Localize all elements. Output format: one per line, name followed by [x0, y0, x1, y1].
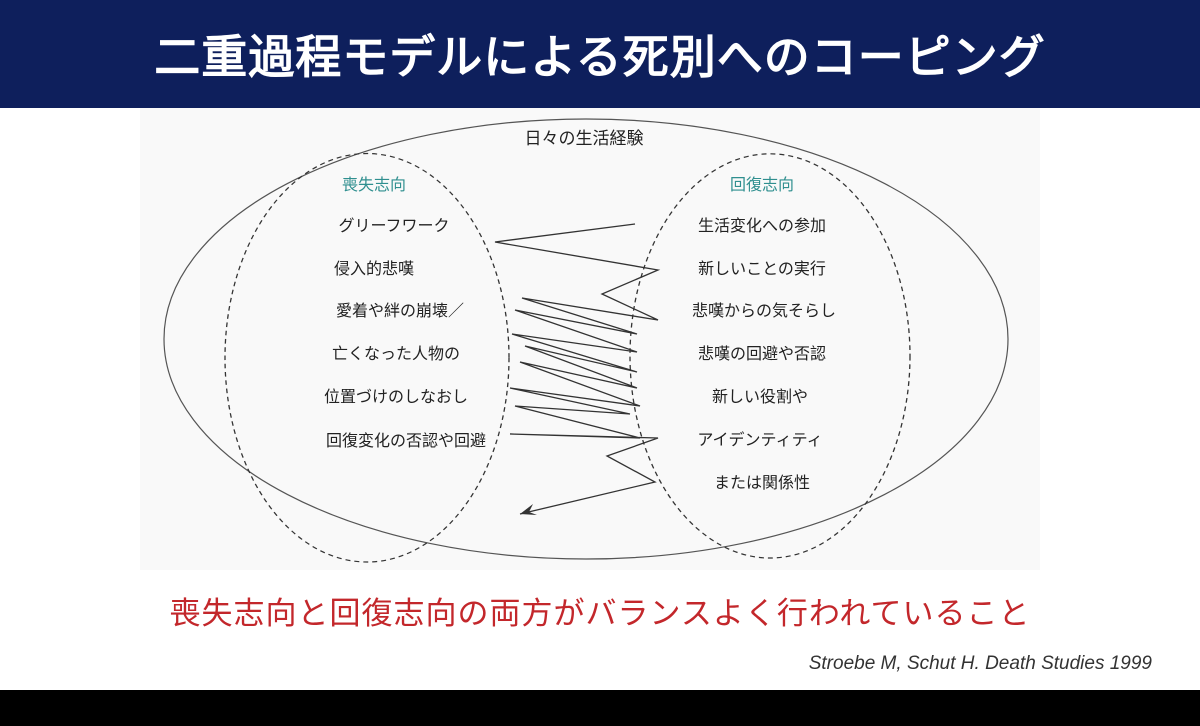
bottom-letterbox [0, 690, 1200, 726]
loss-item: 侵入的悲嘆 [334, 259, 414, 278]
restoration-item: 新しい役割や [712, 387, 808, 406]
oscillation-arrowhead [520, 504, 537, 515]
restoration-item: 生活変化への参加 [698, 216, 826, 235]
loss-heading: 喪失志向 [342, 175, 406, 194]
restoration-item: アイデンティティ [697, 430, 822, 449]
citation-text: Stroebe M, Schut H. Death Studies 1999 [808, 653, 1152, 674]
restoration-orientation-ellipse [629, 153, 911, 559]
conclusion-text: 喪失志向と回復志向の両方がバランスよく行われていること [169, 596, 1031, 632]
restoration-item: 悲嘆の回避や否認 [698, 344, 826, 363]
loss-item: 亡くなった人物の [332, 344, 460, 363]
restoration-item: または関係性 [714, 473, 810, 492]
loss-orientation-ellipse [224, 152, 510, 563]
restoration-item: 新しいことの実行 [698, 259, 826, 278]
diagram-canvas: 日々の生活経験 喪失志向 グリーフワーク 侵入的悲嘆 愛着や絆の崩壊／ 亡くなっ… [163, 118, 1009, 563]
loss-item: 回復変化の否認や回避 [326, 431, 486, 450]
daily-life-ellipse [163, 118, 1009, 560]
outer-label: 日々の生活経験 [525, 129, 644, 149]
loss-item: 位置づけのしなおし [324, 387, 468, 406]
restoration-item: 悲嘆からの気そらし [692, 301, 836, 320]
slide-title: 二重過程モデルによる死別へのコーピング [154, 30, 1046, 84]
oscillation-line [494, 223, 661, 515]
loss-item: 愛着や絆の崩壊／ [336, 301, 464, 320]
slide: 二重過程モデルによる死別へのコーピング 日々の生活経験 喪失志向 グリーフワーク… [0, 0, 1200, 690]
title-bar: 二重過程モデルによる死別へのコーピング [0, 0, 1200, 108]
restoration-heading: 回復志向 [730, 175, 794, 194]
dual-process-diagram: 日々の生活経験 喪失志向 グリーフワーク 侵入的悲嘆 愛着や絆の崩壊／ 亡くなっ… [140, 108, 1040, 570]
loss-item: グリーフワーク [338, 216, 449, 235]
